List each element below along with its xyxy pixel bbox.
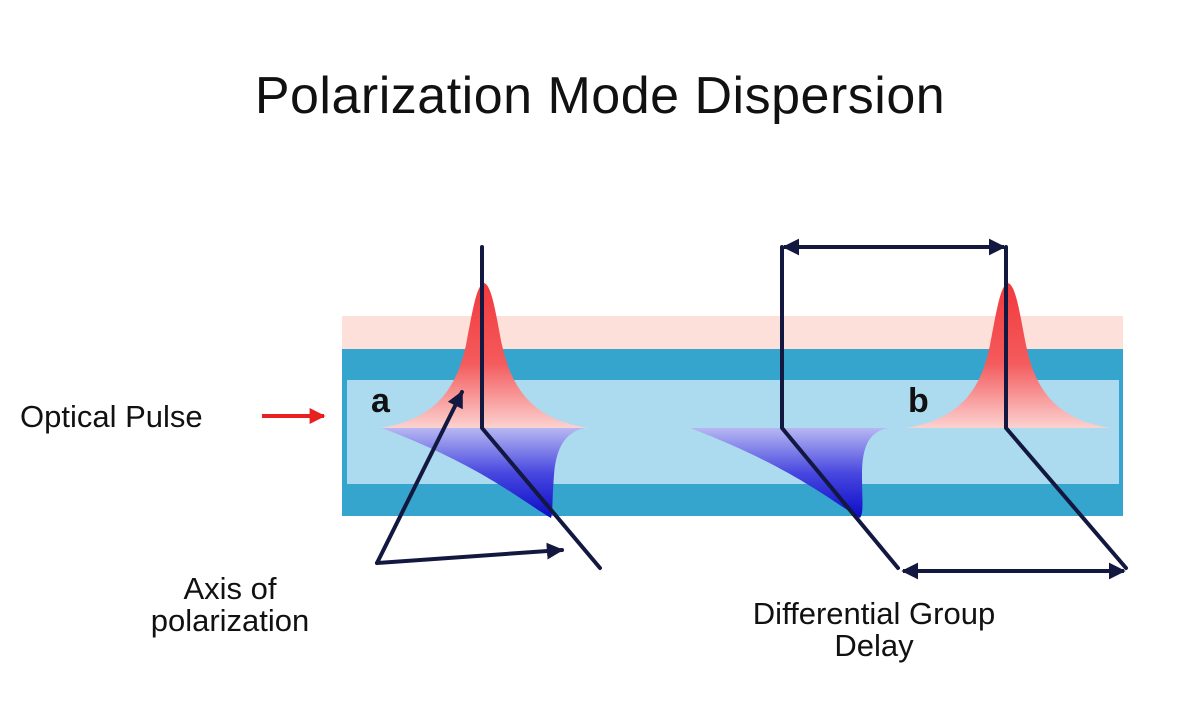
axis-label-line1: Axis of [183,571,277,606]
dgd-label-line2: Delay [834,628,914,663]
optical-pulse-label: Optical Pulse [20,399,203,434]
point-a-label: a [371,382,390,420]
axis-pointer-arrow-up [375,390,464,565]
axis-a-line [480,245,602,570]
differential-group-delay-label: Differential Group Delay [724,598,1024,662]
axis-b-blue-line [780,245,900,570]
axis-b-red-line [1004,245,1128,570]
diagram-title: Polarization Mode Dispersion [254,67,946,125]
axis-pointer-arrows [375,390,564,565]
axis-pointer-arrow-right [375,542,564,565]
dgd-label-line1: Differential Group [752,596,996,631]
polarization-axes [480,245,1128,570]
point-b-label: b [908,382,929,420]
axis-of-polarization-label: Axis of polarization [130,573,330,637]
axis-label-line2: polarization [150,603,310,638]
pulse-a-blue-component [382,428,585,518]
